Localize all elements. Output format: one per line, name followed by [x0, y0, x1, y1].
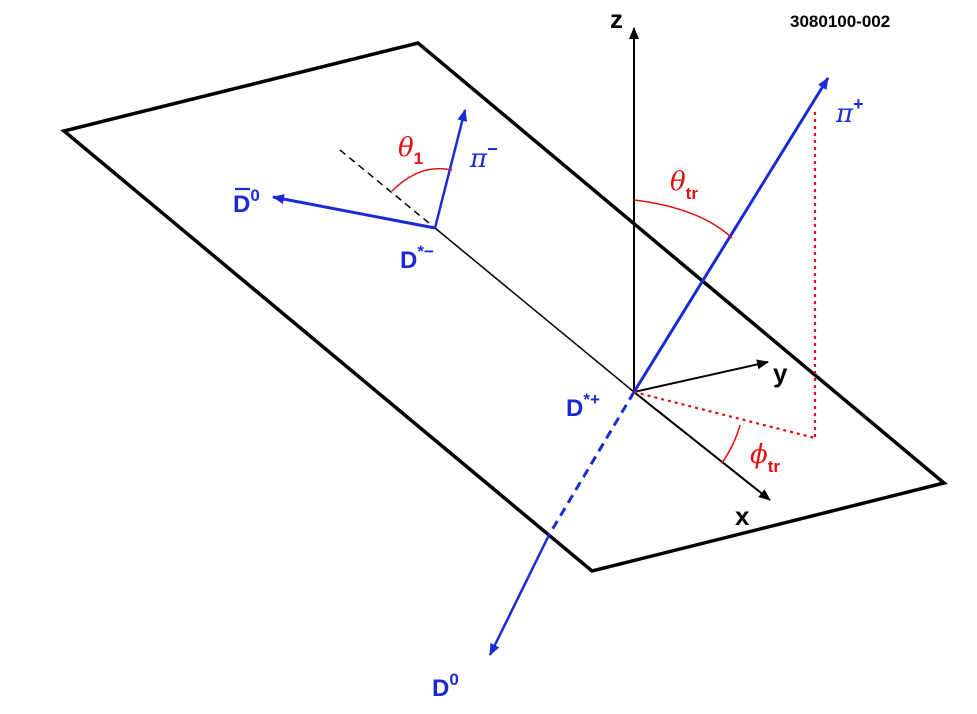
pi-plus-arrow	[632, 77, 830, 393]
pi-plus-projection-plane	[633, 390, 816, 440]
d0-arrow	[488, 534, 551, 656]
x-axis	[633, 391, 771, 501]
d0bar-arrow	[272, 194, 436, 230]
z-axis-label: z	[610, 4, 623, 34]
phi-tr-arc	[721, 424, 741, 464]
dstar-plus-label: D*+	[566, 390, 600, 422]
decay-plane	[60, 41, 948, 573]
dstar-minus-direction-dashed	[339, 149, 436, 229]
pi-minus-label: π−	[469, 139, 498, 174]
pi-plus-label: π+	[835, 94, 864, 129]
phi-tr-label: ϕtr	[750, 440, 780, 476]
d0-arrow-hidden	[547, 391, 636, 536]
d0-label: D0	[432, 670, 459, 702]
x-axis-label: x	[735, 501, 750, 531]
figure-id: 3080100-002	[790, 12, 890, 31]
dstar-minus-label: D*−	[400, 242, 434, 274]
theta-tr-arc	[633, 199, 733, 239]
y-axis	[633, 359, 769, 393]
theta-1-label: θ1	[398, 133, 423, 168]
dstar-axis-line	[434, 227, 635, 393]
d0bar-label: D0	[233, 186, 260, 218]
theta-tr-label: θtr	[670, 167, 698, 203]
theta-1-arc	[391, 167, 453, 192]
y-axis-label: y	[773, 358, 788, 388]
